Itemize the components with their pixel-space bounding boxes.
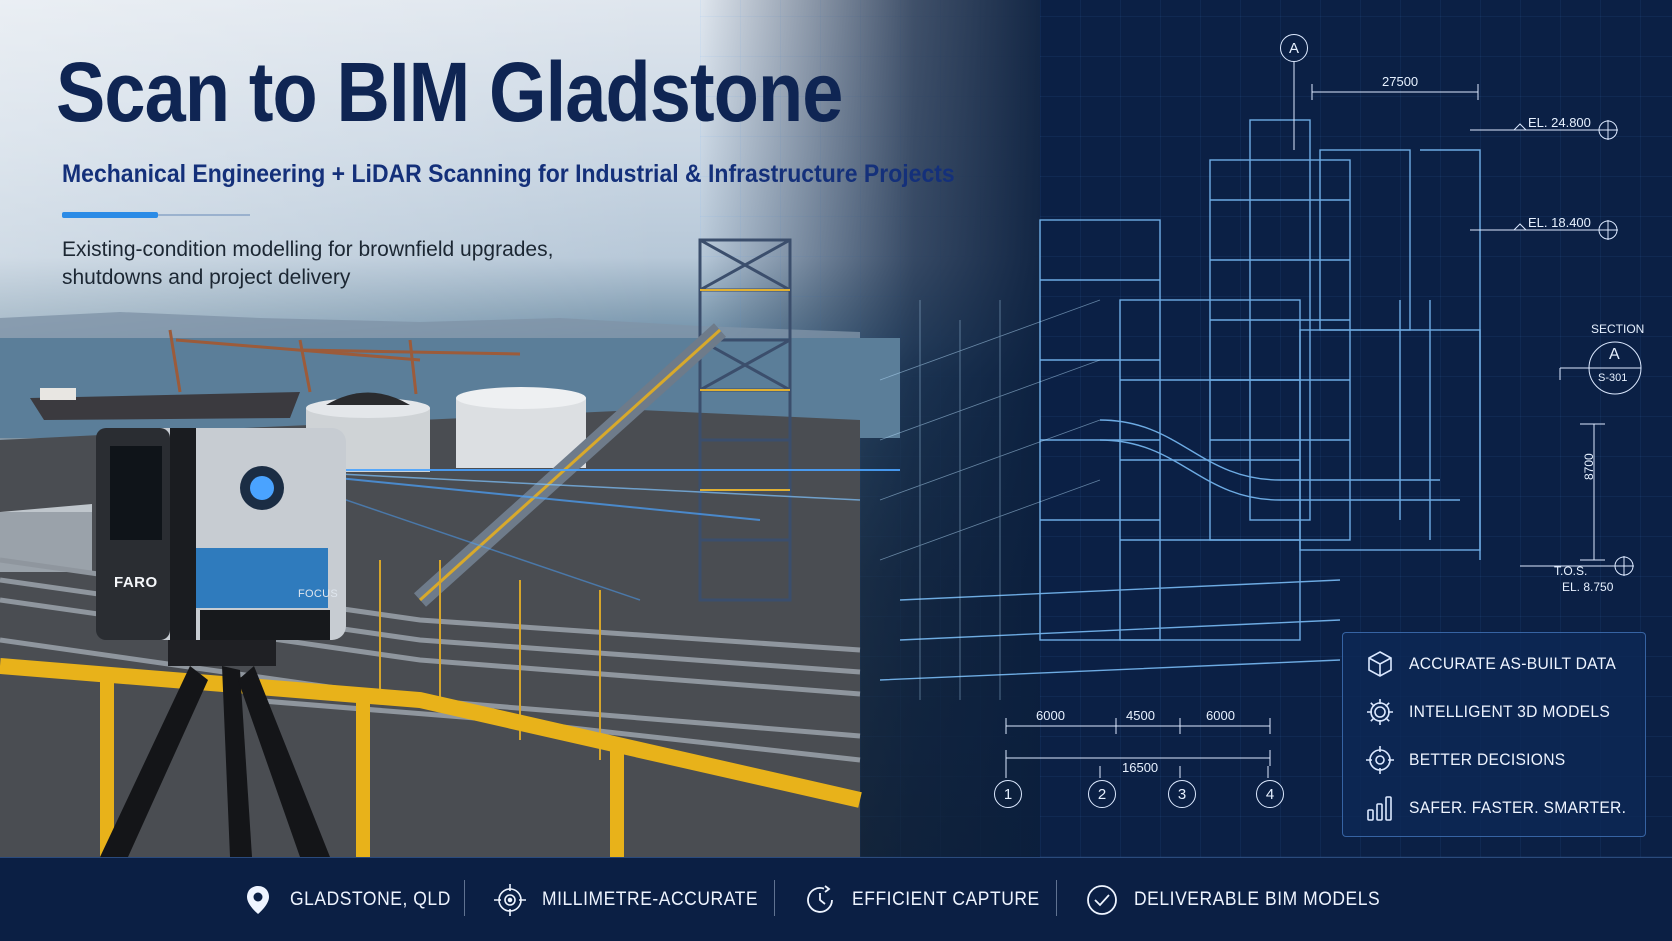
bottom-item-label: EFFICIENT CAPTURE <box>852 889 1040 910</box>
tagline-line-1: Existing-condition modelling for brownfi… <box>62 238 554 261</box>
ship-loaders <box>168 329 521 395</box>
dim-a-label: 6000 <box>1036 708 1065 723</box>
scanner-model: FOCUS <box>298 588 338 600</box>
gear-icon <box>1363 695 1397 729</box>
bar-chart-icon <box>1363 791 1397 825</box>
blueprint-wireframe <box>879 119 1481 681</box>
grid-marker-2: 2 <box>1088 780 1116 808</box>
grid-marker-3: 3 <box>1168 780 1196 808</box>
feature-accurate-as-built: ACCURATE AS-BUILT DATA <box>1363 647 1634 681</box>
distant-hills <box>0 312 860 340</box>
feature-label: INTELLIGENT 3D MODELS <box>1409 702 1611 721</box>
features-panel: ACCURATE AS-BUILT DATA INTELLIGENT 3D MO… <box>1342 632 1646 837</box>
elevation-label-3: EL. 8.750 <box>1562 580 1614 594</box>
bottom-item-label: DELIVERABLE BIM MODELS <box>1134 889 1381 910</box>
bottom-item-deliverable: DELIVERABLE BIM MODELS <box>1084 880 1402 920</box>
bottom-item-capture: EFFICIENT CAPTURE <box>802 880 1056 920</box>
section-sheet: S-301 <box>1598 372 1628 384</box>
location-pin-icon <box>240 882 276 918</box>
clock-icon <box>802 882 838 918</box>
bottom-item-location: GLADSTONE, QLD <box>240 880 465 920</box>
tagline: Existing-condition modelling for brownfi… <box>62 236 622 292</box>
hand-rail <box>0 658 862 857</box>
section-label: SECTION <box>1591 322 1645 336</box>
feature-label: SAFER. FASTER. SMARTER. <box>1409 798 1627 817</box>
feature-label: BETTER DECISIONS <box>1409 750 1566 769</box>
tagline-line-2: shutdowns and project delivery <box>62 266 351 289</box>
ship <box>30 392 300 420</box>
grid-marker-1: 1 <box>994 780 1022 808</box>
scene-illustration <box>0 119 1481 857</box>
bottom-separator <box>774 880 775 916</box>
bottom-bar: GLADSTONE, QLD MILLIMETRE-ACCURATE EFFIC… <box>0 857 1672 941</box>
accent-bar-line <box>158 214 250 216</box>
target-icon <box>1363 743 1397 777</box>
grid-marker-4: 4 <box>1256 780 1284 808</box>
dim-top-label: 27500 <box>1382 74 1419 89</box>
blueprint-dimension-lines <box>1005 62 1642 778</box>
accent-bar <box>62 212 158 218</box>
dim-vertical-label: 8700 <box>1582 453 1596 480</box>
cube-icon <box>1363 647 1397 681</box>
elevation-label-2: EL. 18.400 <box>1528 215 1591 230</box>
feature-better-decisions: BETTER DECISIONS <box>1363 743 1579 777</box>
dim-b-label: 4500 <box>1126 708 1155 723</box>
bottom-separator <box>1056 880 1057 916</box>
crosshair-icon <box>492 882 528 918</box>
feature-intelligent-3d: INTELLIGENT 3D MODELS <box>1363 695 1628 729</box>
section-letter: A <box>1609 346 1620 363</box>
feature-safer-faster: SAFER. FASTER. SMARTER. <box>1363 791 1645 825</box>
tripod <box>100 640 330 857</box>
tos-label: T.O.S. <box>1554 564 1588 578</box>
feature-label: ACCURATE AS-BUILT DATA <box>1409 654 1617 673</box>
page-subtitle: Mechanical Engineering + LiDAR Scanning … <box>62 160 955 188</box>
elevation-label-1: EL. 24.800 <box>1528 115 1591 130</box>
page-title: Scan to BIM Gladstone <box>56 45 843 139</box>
scanner-brand: FARO <box>114 574 158 591</box>
check-circle-icon <box>1084 882 1120 918</box>
dim-total-label: 16500 <box>1122 760 1159 775</box>
bottom-separator <box>464 880 465 916</box>
laser-scanner <box>96 428 346 640</box>
section-marker-top: A <box>1280 34 1308 62</box>
bottom-item-label: MILLIMETRE-ACCURATE <box>542 889 759 910</box>
bottom-item-accuracy: MILLIMETRE-ACCURATE <box>492 880 777 920</box>
bottom-item-label: GLADSTONE, QLD <box>290 889 451 910</box>
dim-c-label: 6000 <box>1206 708 1235 723</box>
